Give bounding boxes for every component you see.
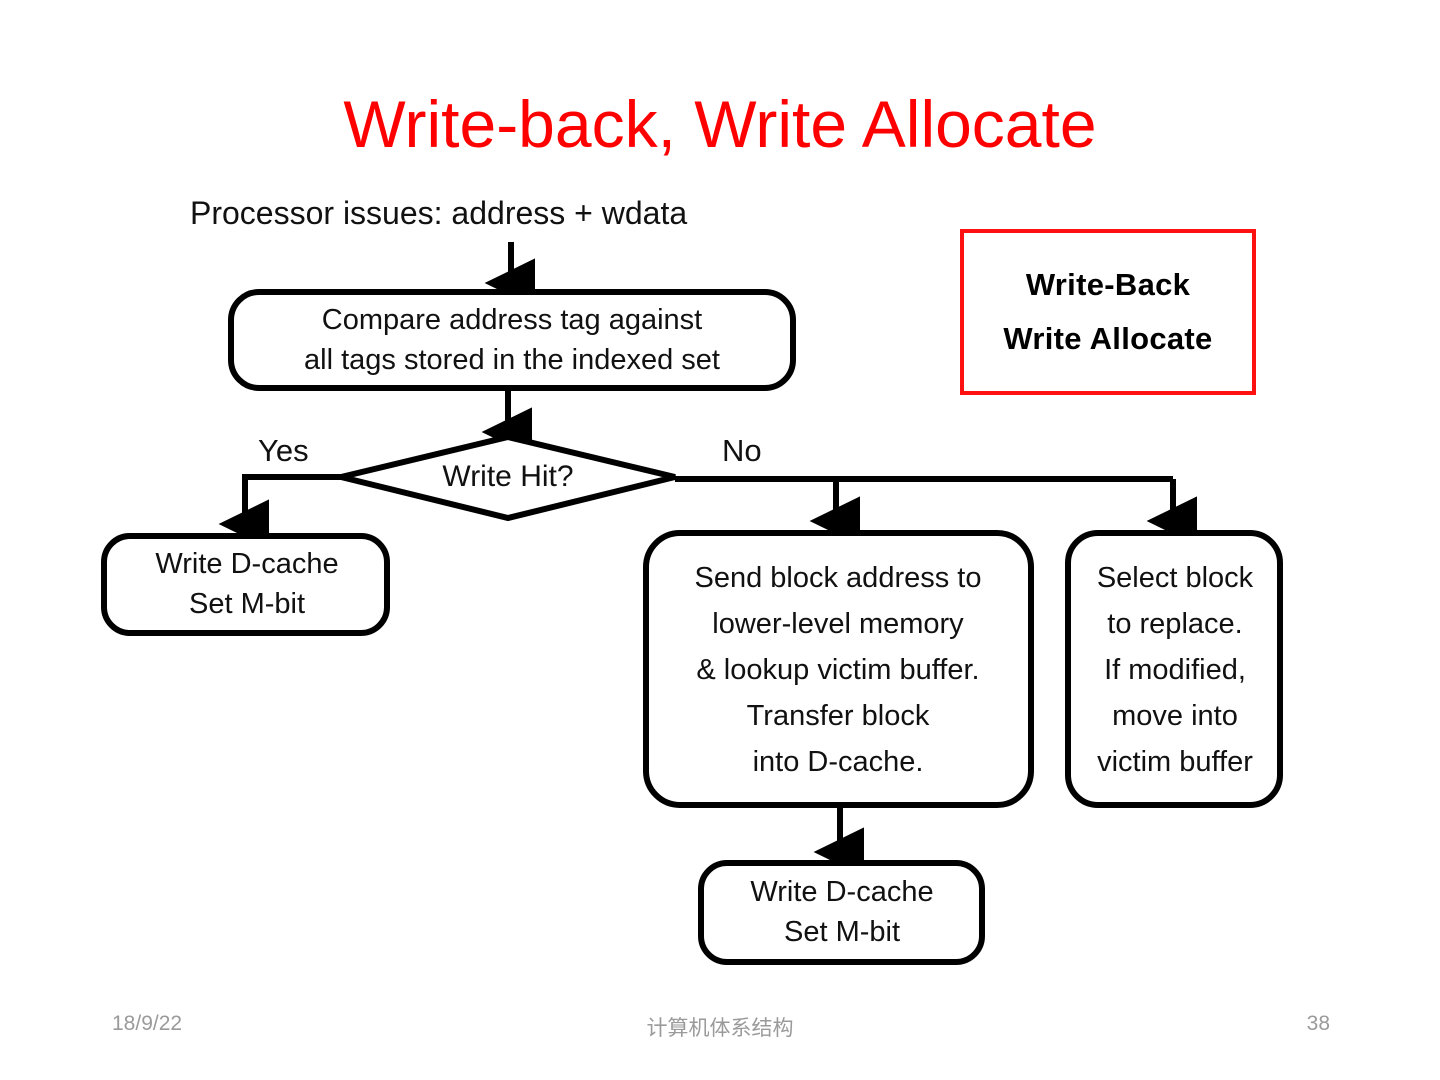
connector-yes-branch: [218, 474, 341, 549]
node-decision-diamond: [340, 433, 676, 522]
legend-callout: Write-Back Write Allocate: [960, 229, 1256, 395]
page-title: Write-back, Write Allocate: [343, 87, 1097, 161]
slide-footer: 18/9/22 计算机体系结构 38: [0, 1012, 1440, 1052]
footer-page-number: 38: [1306, 1012, 1330, 1035]
intro-label: Processor issues: address + wdata: [190, 195, 688, 231]
node-select-block-label: Select block to replace. If modified, mo…: [1096, 562, 1254, 778]
node-compare-label: Compare address tag against all tags sto…: [304, 304, 720, 376]
node-decision-label: Write Hit?: [442, 460, 574, 493]
footer-course-title: 计算机体系结构: [646, 1017, 794, 1040]
node-write-hit-box: [101, 533, 390, 636]
node-write-after-fill-box: [698, 860, 985, 965]
legend-line-2: Write Allocate: [1003, 321, 1213, 356]
node-select-block-box: [1065, 530, 1283, 808]
legend-line-1: Write-Back: [1025, 267, 1191, 302]
node-compare-box: [228, 289, 796, 391]
node-write-hit-label: Write D-cache Set M-bit: [155, 548, 339, 620]
node-write-after-fill-label: Write D-cache Set M-bit: [750, 876, 934, 948]
footer-date: 18/9/22: [112, 1012, 183, 1035]
node-send-block-label: Send block address to lower-level memory…: [694, 562, 982, 778]
connector-no-branch: [675, 476, 1198, 546]
branch-label-yes: Yes: [258, 433, 309, 468]
branch-label-no: No: [722, 433, 762, 468]
